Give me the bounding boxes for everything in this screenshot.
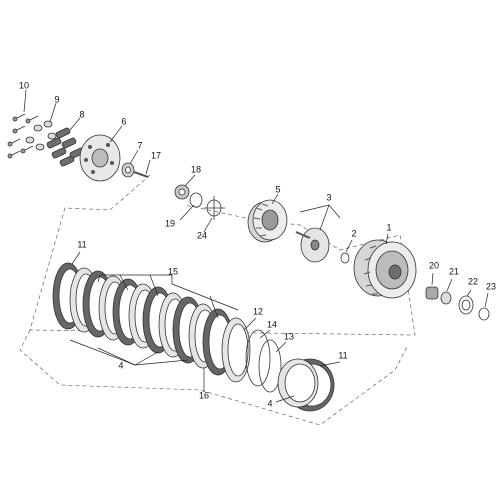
label-part-23: 23 xyxy=(486,281,496,291)
pushrod-part-17 xyxy=(133,171,149,178)
label-part-12: 12 xyxy=(253,306,263,316)
spring-ring-part-14 xyxy=(245,329,271,387)
label-part-4-right: 4 xyxy=(267,398,272,408)
bearing-part-7 xyxy=(121,162,135,178)
seat-ring-part-13 xyxy=(258,339,282,393)
lock-washer-part-24 xyxy=(204,196,225,220)
label-part-20: 20 xyxy=(429,260,439,270)
label-part-24: 24 xyxy=(197,230,207,240)
label-part-3: 3 xyxy=(326,192,331,202)
label-part-8: 8 xyxy=(79,109,84,119)
label-part-16: 16 xyxy=(199,390,209,400)
label-part-10: 10 xyxy=(19,80,29,90)
label-part-1: 1 xyxy=(386,222,391,232)
label-part-11-lower: 11 xyxy=(338,350,347,360)
washer-part-19 xyxy=(189,192,203,208)
label-part-7: 7 xyxy=(137,140,142,150)
label-part-17: 17 xyxy=(151,150,161,160)
pressure-plate-part-6 xyxy=(79,134,121,182)
springs-part-8 xyxy=(46,127,85,167)
label-part-15: 15 xyxy=(168,266,178,276)
washers-part-9 xyxy=(25,120,57,151)
clutch-basket-part-1 xyxy=(353,239,417,299)
label-part-13: 13 xyxy=(284,331,294,341)
label-part-18: 18 xyxy=(191,164,201,174)
washer-part-2 xyxy=(340,252,350,264)
label-part-9: 9 xyxy=(54,94,59,104)
label-part-2: 2 xyxy=(351,228,356,238)
label-part-22: 22 xyxy=(468,276,478,286)
label-part-21: 21 xyxy=(449,266,459,276)
thrust-plate-part-3 xyxy=(295,227,330,263)
steel-disc xyxy=(221,317,251,383)
clutch-plate-pack xyxy=(52,262,251,383)
lower-friction-disc-part-11 xyxy=(277,358,335,412)
label-part-11-upper: 11 xyxy=(77,239,86,249)
label-part-6: 6 xyxy=(121,116,126,126)
bolts-part-10 xyxy=(7,113,39,159)
washer-part-22 xyxy=(458,295,474,315)
lower-group-outline xyxy=(19,329,409,426)
label-part-5: 5 xyxy=(275,184,280,194)
label-part-14: 14 xyxy=(267,319,277,329)
nut-part-18 xyxy=(174,184,190,200)
inner-hub-part-5 xyxy=(247,199,288,243)
leader-lines xyxy=(23,89,489,403)
needle-bearing-part-20 xyxy=(425,286,439,300)
bushing-part-21 xyxy=(440,291,452,305)
label-part-19: 19 xyxy=(165,218,175,228)
label-part-4-left: 4 xyxy=(118,360,123,370)
washer-part-23 xyxy=(478,307,490,321)
